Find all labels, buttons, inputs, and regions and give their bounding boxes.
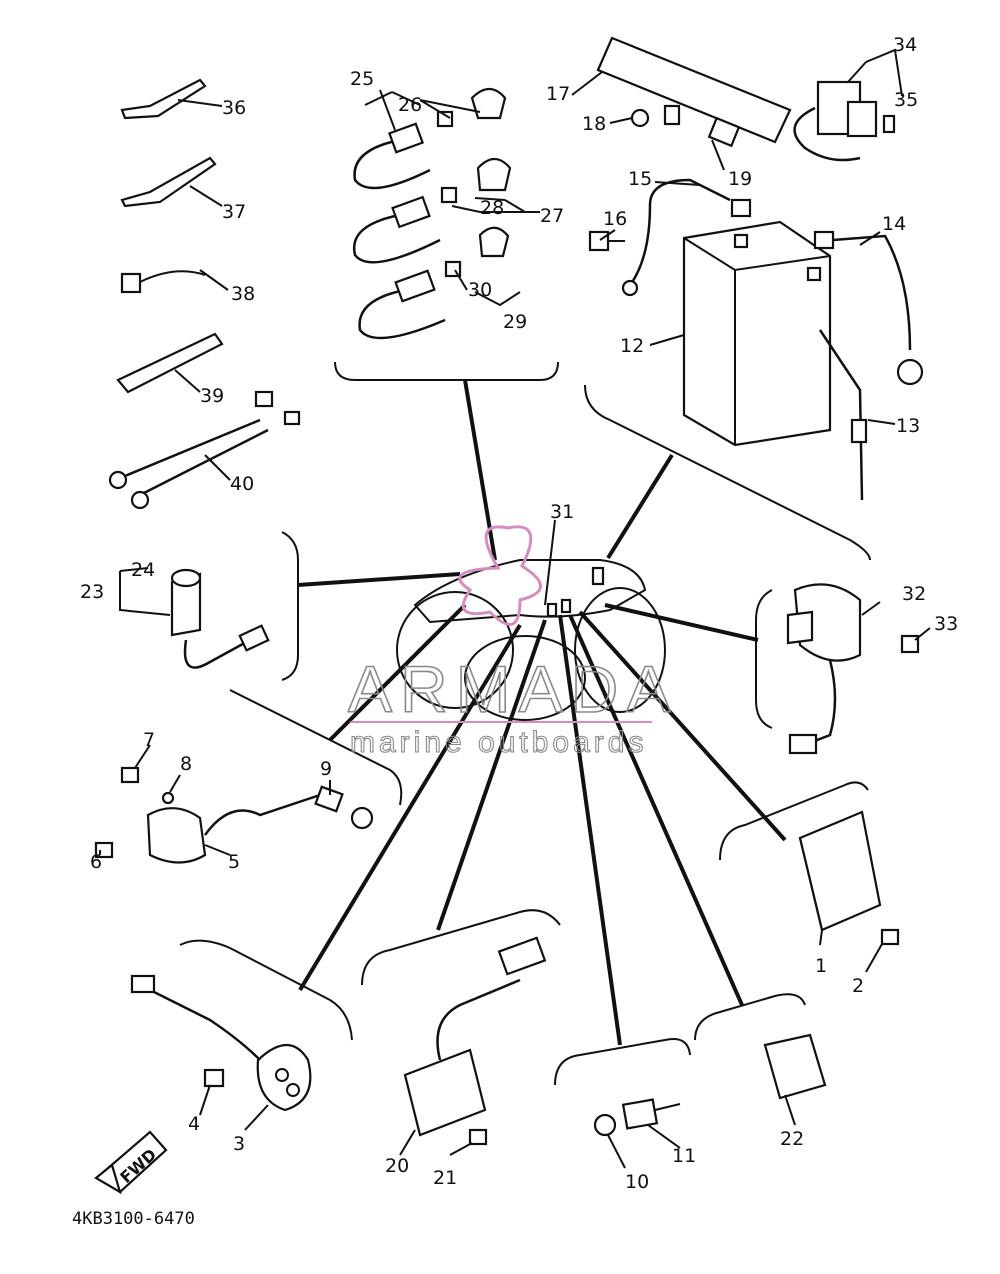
label-part-31: 31: [550, 501, 574, 523]
label-part-38: 38: [231, 283, 255, 305]
part-5-ignition-coil: [94, 766, 374, 864]
label-part-25: 25: [350, 68, 374, 90]
label-part-37: 37: [222, 201, 246, 223]
fwd-arrow-icon: FWD: [94, 1130, 168, 1195]
drawing-code: 4KB3100-6470: [72, 1209, 195, 1229]
part-13-breather-hose: [818, 329, 868, 501]
part-1-cdi-unit: [798, 810, 900, 946]
part-39-band: [116, 332, 224, 394]
label-part-14: 14: [882, 213, 906, 235]
vehicle-outline: [396, 525, 666, 721]
label-part-6: 6: [90, 851, 102, 873]
part-38-clamp: [120, 270, 206, 294]
part-20-rectifier: [403, 936, 547, 1146]
label-part-20: 20: [385, 1155, 409, 1177]
part-12-battery: [682, 220, 832, 447]
part-37-cable-tie: [120, 156, 217, 208]
watermark: ARMADA marine outboards: [347, 651, 678, 759]
label-part-4: 4: [188, 1113, 200, 1135]
label-part-30: 30: [468, 279, 492, 301]
label-part-36: 36: [222, 97, 246, 119]
label-part-16: 16: [603, 208, 627, 230]
part-22-cover: [763, 1033, 827, 1100]
part-14-lead: [813, 230, 924, 386]
label-part-19: 19: [728, 168, 752, 190]
label-part-34: 34: [893, 34, 917, 56]
watermark-brand: ARMADA: [348, 652, 678, 726]
label-part-40: 40: [230, 473, 254, 495]
label-part-17: 17: [546, 83, 570, 105]
label-part-27: 27: [540, 205, 564, 227]
label-part-22: 22: [780, 1128, 804, 1150]
label-part-1: 1: [815, 955, 827, 977]
label-part-33: 33: [934, 613, 958, 635]
label-part-12: 12: [620, 335, 644, 357]
label-part-2: 2: [852, 975, 864, 997]
label-part-18: 18: [582, 113, 606, 135]
label-part-5: 5: [228, 851, 240, 873]
label-part-8: 8: [180, 753, 192, 775]
label-part-39: 39: [200, 385, 224, 407]
label-part-21: 21: [433, 1167, 457, 1189]
label-part-3: 3: [233, 1133, 245, 1155]
part-25-30-leads: [352, 87, 512, 340]
part-labels: 1 2 3 4 5 6 7 8 9 10 11 12 13 14 15 16 1…: [80, 34, 958, 1193]
label-part-29: 29: [503, 311, 527, 333]
label-part-7: 7: [143, 729, 155, 751]
group-frames: [179, 361, 871, 1086]
label-part-28: 28: [480, 197, 504, 219]
watermark-flower-icon: [458, 525, 542, 626]
part-40-lead-wire: [108, 390, 301, 510]
leader-lines: [297, 379, 787, 1046]
label-part-32: 32: [902, 583, 926, 605]
label-part-9: 9: [320, 758, 332, 780]
part-24-switch: [170, 568, 270, 669]
label-part-26: 26: [398, 94, 422, 116]
label-part-10: 10: [625, 1171, 649, 1193]
part-11-sensor: [593, 1098, 681, 1137]
label-leaders: [99, 48, 931, 1169]
label-part-24: 24: [131, 559, 155, 581]
part-36-cable-tie: [120, 78, 207, 120]
part-34-relay: [793, 80, 896, 162]
label-part-13: 13: [896, 415, 920, 437]
part-15-lead: [621, 178, 752, 297]
part-32-relay: [786, 583, 920, 755]
label-part-15: 15: [628, 168, 652, 190]
label-part-23: 23: [80, 581, 104, 603]
part-3-pickup-coil: [130, 974, 312, 1112]
label-part-35: 35: [894, 89, 918, 111]
label-part-11: 11: [672, 1145, 696, 1167]
watermark-tagline: marine outboards: [350, 726, 647, 759]
part-17-bracket: [596, 36, 792, 148]
